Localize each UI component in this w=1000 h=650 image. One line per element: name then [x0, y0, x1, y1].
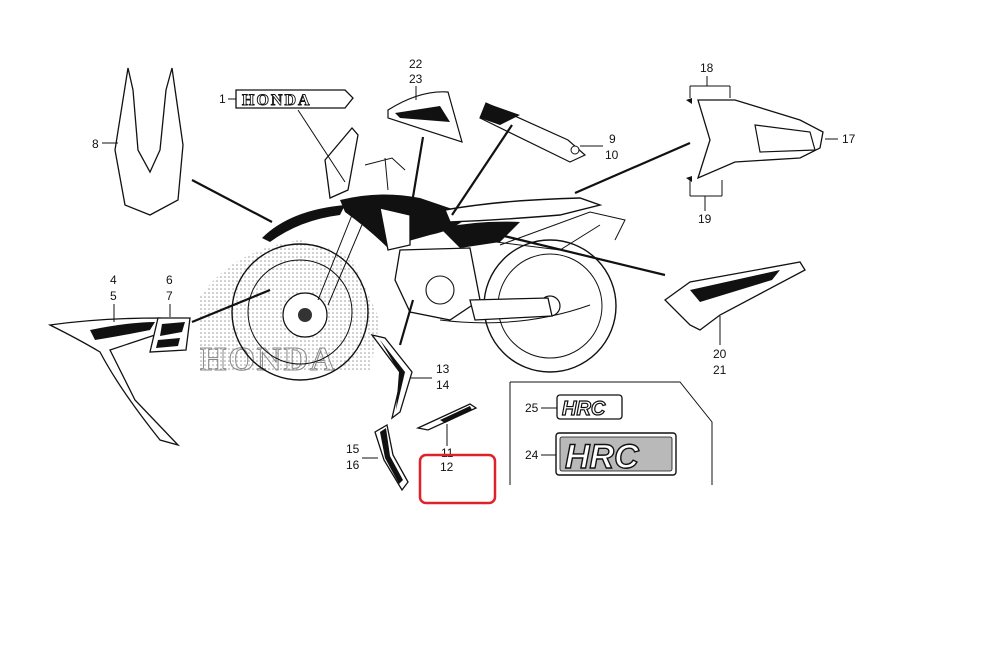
label-16: 16 — [346, 458, 360, 472]
leader-17-to-bike — [574, 141, 691, 195]
part-9-10-shroud-decal: 9 10 — [451, 102, 619, 216]
lower-fork-decal-shape — [374, 423, 409, 492]
label-23: 23 — [409, 72, 423, 86]
label-13: 13 — [436, 362, 450, 376]
label-10: 10 — [605, 148, 619, 162]
part-8-front-fender-decal: 8 — [92, 67, 273, 223]
tank-shroud-panel — [379, 207, 411, 251]
leader-13-to-bike — [398, 299, 415, 346]
fender-clip-bottom — [686, 176, 692, 182]
part-11-12-fork-strip: 11 12 — [415, 403, 497, 505]
part-6-7-shroud-emblem: 6 7 — [149, 273, 191, 353]
hrc-emblem-panel: HRC 25 HRC 24 — [509, 381, 713, 485]
hrc-large-inner — [559, 436, 673, 472]
engine-cover — [425, 275, 455, 305]
leader-9-to-bike — [451, 124, 513, 216]
side-cover-shape — [663, 261, 806, 331]
shroud-emblem-mark — [156, 322, 185, 348]
fork-decal-stripe — [380, 340, 405, 410]
label-24: 24 — [525, 448, 539, 462]
label-4: 4 — [110, 273, 117, 287]
shroud-decal-dot — [570, 145, 580, 155]
front-rim — [247, 259, 353, 365]
honda-emblem-shape — [235, 89, 354, 109]
leader-8-to-bike — [191, 179, 273, 223]
part-22-23-tank-decal: 22 23 — [387, 57, 463, 216]
label-1: 1 — [219, 92, 226, 106]
swingarm — [469, 297, 553, 321]
front-tire — [231, 243, 369, 381]
front-fork — [317, 214, 365, 306]
label-8: 8 — [92, 137, 99, 151]
leader-1-to-bike — [297, 109, 346, 183]
rear-fender-plate — [754, 124, 816, 153]
highlight-box-12 — [418, 453, 497, 505]
label-15: 15 — [346, 442, 360, 456]
part-25-hrc-small: HRC 25 — [525, 394, 623, 421]
part-13-14-fork-decal: 13 14 — [370, 299, 450, 420]
radiator-shroud-shape — [47, 317, 181, 447]
label-5: 5 — [110, 289, 117, 303]
honda-emblem-text: HONDA — [242, 92, 312, 109]
tank-decal-stripes — [395, 106, 450, 122]
side-cover-stripe — [690, 270, 780, 302]
handlebar — [364, 157, 406, 191]
leader-22-to-bike — [408, 136, 425, 216]
leader-18 — [689, 76, 731, 98]
label-20: 20 — [713, 347, 727, 361]
motorcycle-illustration: HONDA — [198, 126, 626, 381]
label-19: 19 — [698, 212, 712, 226]
hrc-small-badge — [556, 394, 623, 420]
label-9: 9 — [609, 132, 616, 146]
leader-20-to-bike — [499, 233, 666, 277]
exhaust — [439, 304, 591, 324]
label-25: 25 — [525, 401, 539, 415]
label-21: 21 — [713, 363, 727, 377]
part-24-hrc-large: HRC 24 — [525, 432, 677, 477]
part-17-19-rear-fender: 18 17 19 — [574, 61, 856, 226]
label-18: 18 — [700, 61, 714, 75]
front-fender — [262, 205, 345, 242]
side-cover-graphic — [440, 221, 520, 248]
label-7: 7 — [166, 289, 173, 303]
label-14: 14 — [436, 378, 450, 392]
label-6: 6 — [166, 273, 173, 287]
front-hub — [298, 308, 312, 322]
hrc-panel-outline — [509, 381, 713, 485]
fork-decal-shape — [370, 333, 413, 420]
shroud-decal-black — [480, 103, 520, 125]
lower-fork-decal-stripe — [380, 428, 403, 484]
fender-decal-shape — [114, 67, 184, 216]
label-17: 17 — [842, 132, 856, 146]
seat — [444, 197, 603, 223]
radiator-shroud-stripe — [90, 322, 155, 340]
part-20-21-side-cover: 20 21 — [499, 233, 806, 377]
part-15-16-lower-fork-decal: 15 16 — [346, 423, 409, 492]
leader-4-to-bike — [191, 288, 271, 324]
leader-19 — [689, 180, 723, 211]
label-11: 11 — [441, 446, 454, 460]
part-1-honda-emblem: HONDA 1 — [219, 89, 354, 183]
label-22: 22 — [409, 57, 423, 71]
hrc-small-text: HRC — [562, 398, 606, 420]
label-12: 12 — [440, 460, 454, 474]
fork-strip-fill — [440, 406, 472, 423]
fender-clip-top — [686, 98, 692, 104]
hrc-large-text: HRC — [565, 438, 639, 476]
part-4-5-radiator-shroud: 4 5 — [47, 273, 271, 447]
windscreen — [324, 126, 359, 199]
